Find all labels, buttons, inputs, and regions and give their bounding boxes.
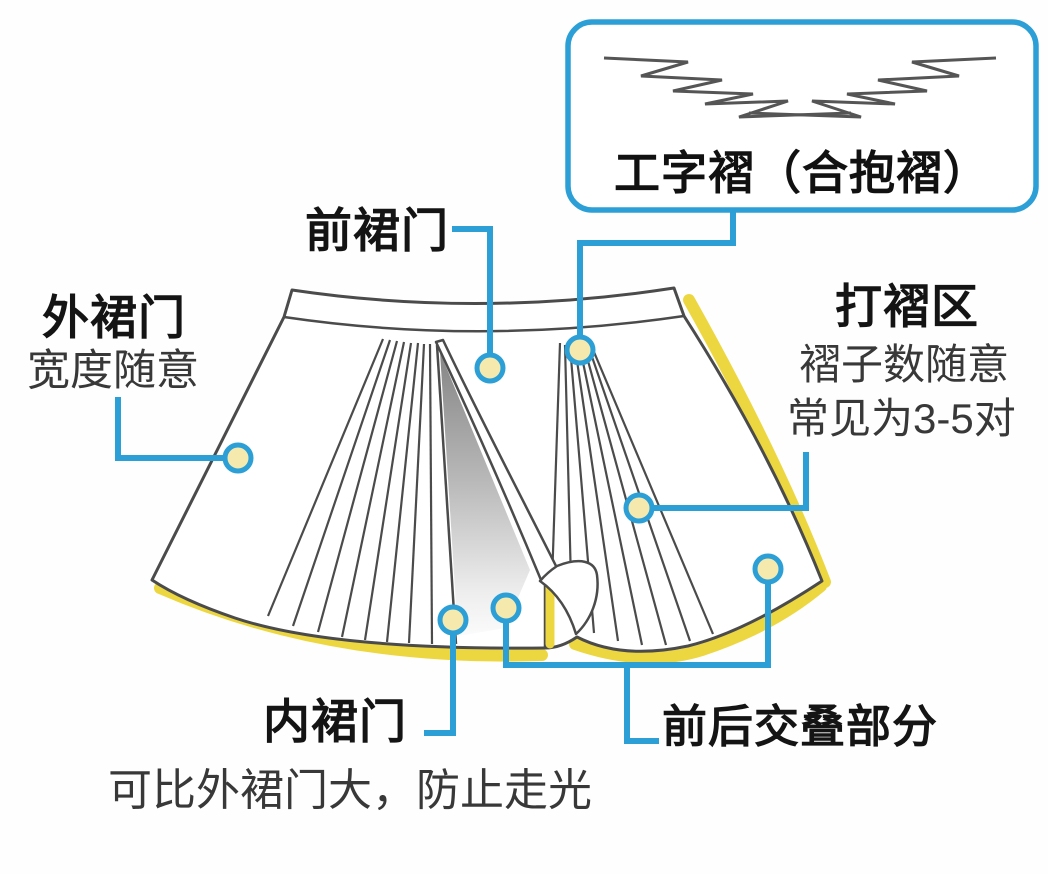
connector-outer-panel — [115, 397, 238, 461]
inner-panel-edges — [435, 344, 547, 647]
label-pleat-zone-note-2: 常见为3-5对 — [787, 395, 1016, 442]
inner-shadow-wedge — [440, 352, 530, 636]
anchor-outer-panel — [222, 442, 254, 474]
label-outer-panel: 外裙门 — [42, 291, 186, 344]
anchor-overlap-right — [752, 553, 784, 585]
front-panel-fold-curl — [434, 338, 599, 636]
anchor-front-panel — [474, 352, 506, 384]
callout-connectors — [115, 212, 809, 744]
pleat-callout-box — [565, 19, 1039, 213]
connector-overlap-drop — [624, 665, 659, 744]
waistband — [283, 314, 685, 333]
anchor-dots — [222, 334, 784, 636]
label-inner-panel: 内裙门 — [263, 695, 407, 748]
box-pleat-zigzag-icon — [603, 56, 997, 119]
label-inner-panel-note: 可比外裙门大，防止走光 — [108, 766, 592, 815]
anchor-box-pleat — [564, 334, 596, 366]
connector-front-panel — [452, 226, 493, 368]
label-front-panel: 前裙门 — [305, 204, 449, 257]
anchor-pleat-zone — [623, 492, 655, 524]
anchor-inner-panel — [437, 604, 469, 636]
connector-pleat-zone — [639, 452, 809, 511]
connector-inner-panel — [424, 620, 456, 736]
label-pleat-zone-note-1: 褶子数随意 — [799, 341, 1010, 388]
connector-box-pleat — [577, 212, 736, 350]
left-pleats — [266, 338, 434, 645]
anchor-overlap-left — [490, 592, 522, 624]
label-outer-panel-note: 宽度随意 — [27, 347, 199, 395]
connector-overlap-bus — [503, 569, 771, 668]
label-pleat-zone: 打褶区 — [835, 280, 979, 333]
label-overlap-section: 前后交叠部分 — [662, 701, 939, 752]
label-box-pleat-title: 工字褶（合抱褶） — [614, 147, 990, 199]
